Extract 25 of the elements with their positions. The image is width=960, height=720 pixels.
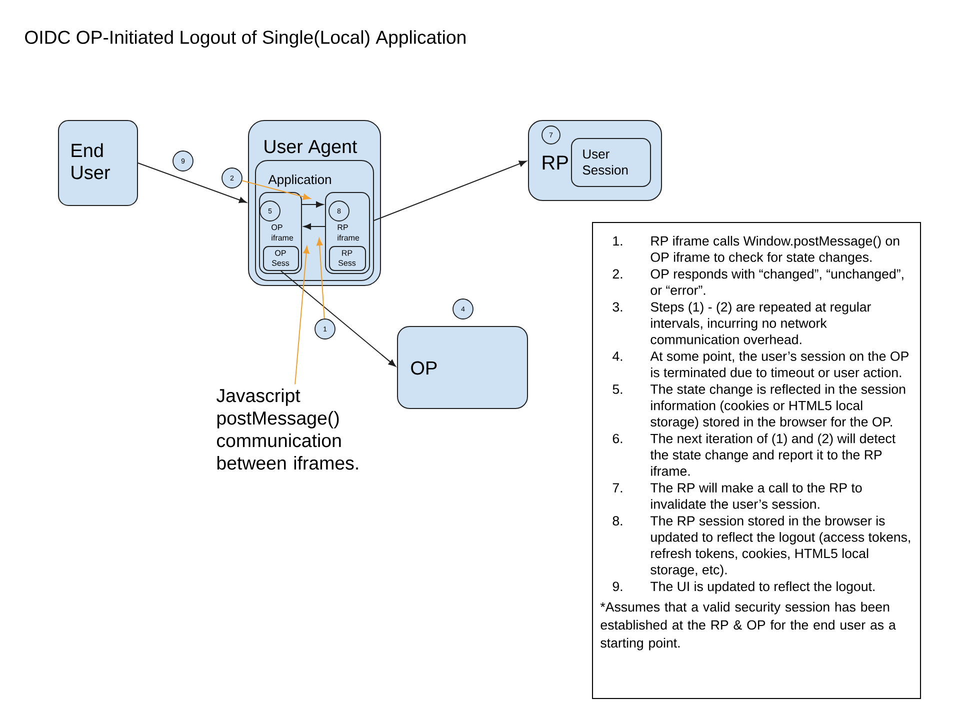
list-item: 6. The next iteration of (1) and (2) will detect the state change and report it to the RP iframe. <box>612 433 896 476</box>
list-item: 9. The UI is updated to reflect the logout. <box>612 581 874 594</box>
annotation-text: Javascript postMessage() communication between iframes. <box>216 388 358 470</box>
session-box: RP Sess <box>329 246 366 271</box>
entity-box: OP <box>397 326 528 409</box>
list-item: 8. The RP session stored in the browser is updated to reflect the logout (access tokens, refresh tokens, cookies, HTML5 local storage, etc). <box>612 516 910 578</box>
session-box: OP Sess <box>263 246 299 271</box>
arrow <box>374 160 527 221</box>
arrow <box>138 162 247 204</box>
entity-box: End User <box>58 120 138 206</box>
list-item: 4. At some point, the user’s session on the OP is terminated due to timeout or user action. <box>612 351 908 378</box>
list-item: 5. The state change is reflected in the session information (cookies or HTML5 local storage) stored in the browser for the OP. <box>612 384 906 430</box>
list-item: 2. OP responds with “changed”, “unchanged”, or “error”. <box>612 268 904 295</box>
leader-line <box>316 238 325 320</box>
leader-line <box>294 246 310 385</box>
list-item: 7. The RP will make a call to the RP to invalidate the user’s session. <box>612 482 862 509</box>
leader-line <box>242 180 311 200</box>
session-box: User Session <box>571 138 651 187</box>
footnote: *Assumes that a valid security session has been established at the RP & OP for the end user as a starting point. <box>600 602 896 650</box>
list-item: 1. RP iframe calls Window.postMessage() on OP iframe to check for state changes. <box>613 236 900 265</box>
list-item: 3. Steps (1) - (2) are repeated at regular intervals, incurring no network communication overhead. <box>612 302 871 344</box>
title: OIDC OP-Initiated Logout of Single(Local) Application <box>25 30 466 48</box>
arrow <box>302 201 324 208</box>
arrow <box>280 270 396 367</box>
arrow <box>304 223 326 230</box>
